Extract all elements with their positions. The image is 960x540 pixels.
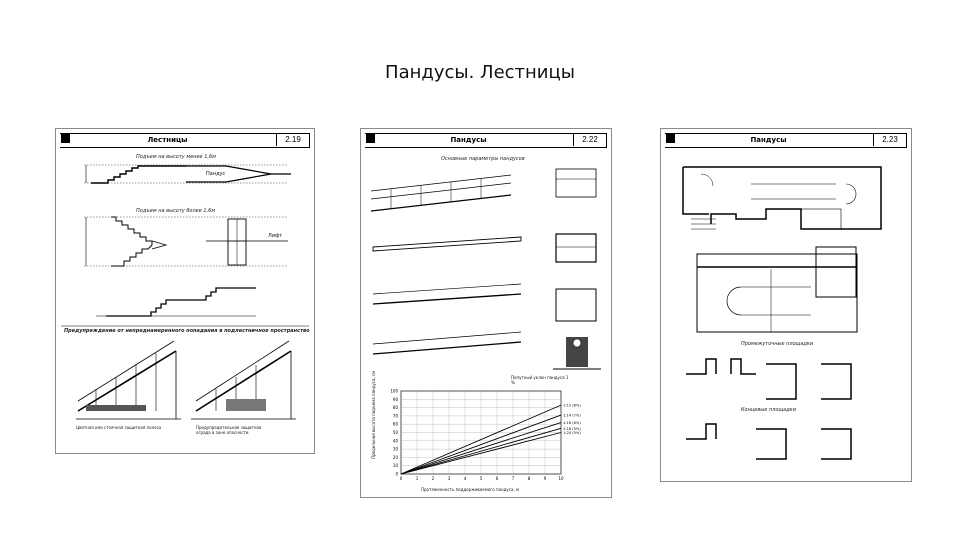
sheet-title: Пандусы <box>450 136 487 144</box>
series-line <box>400 422 562 475</box>
x-tick-label: 3 <box>448 476 451 481</box>
sheet-title: Пандусы <box>750 136 787 144</box>
sheet-number: 2.19 <box>276 133 309 146</box>
y-tick-label: 10 <box>393 463 399 468</box>
caption: Основные параметры пандусов <box>441 156 525 162</box>
x-tick-label: 0 <box>400 476 403 481</box>
y-tick-label: 40 <box>393 438 399 443</box>
x-tick-label: 9 <box>544 476 547 481</box>
y-tick-label: 100 <box>390 389 398 394</box>
series-label: 1:12 (8%) <box>563 404 581 408</box>
x-tick-label: 2 <box>432 476 435 481</box>
x-tick-label: 7 <box>512 476 515 481</box>
sheet-header: Лестницы 2.19 <box>60 133 310 148</box>
y-tick-label: 90 <box>393 397 399 402</box>
chart-xlabel: Протяженность поддерживаемого пандуса, м <box>421 487 520 492</box>
series-line <box>400 404 562 475</box>
y-tick-label: 60 <box>393 422 399 427</box>
sheet-landings-drawing <box>666 134 882 460</box>
y-tick-label: 0 <box>395 472 398 477</box>
caption: Промежуточные площадки <box>741 341 814 347</box>
series-label: 1:14 (7%) <box>563 414 581 418</box>
y-tick-label: 30 <box>393 447 399 452</box>
note: Цветная или стоячная защитная полоса <box>76 425 162 430</box>
sheet-landings: Пандусы 2.23 Промежуточные площадки Конц… <box>660 128 912 482</box>
x-tick-label: 8 <box>528 476 531 481</box>
series-line <box>400 427 562 475</box>
chart-ylabel: Предельная высота подъема пандуса, см <box>371 370 376 459</box>
sheet-number: 2.22 <box>573 133 606 146</box>
caption: Подъем на высоту более 1,6м <box>136 208 216 214</box>
slide-title: Пандусы. Лестницы <box>385 62 575 83</box>
series-line <box>400 432 562 475</box>
series-label: 1:18 (5%) <box>563 427 581 431</box>
x-tick-label: 6 <box>496 476 499 481</box>
x-tick-label: 10 <box>558 476 564 481</box>
sheet-header: Пандусы 2.22 <box>365 133 607 148</box>
sheet-stairs-drawing <box>61 134 309 420</box>
x-tick-label: 1 <box>416 476 419 481</box>
sheet-header: Пандусы 2.23 <box>665 133 907 148</box>
series-label: 1:20 (5%) <box>563 431 581 435</box>
x-tick-label: 5 <box>480 476 483 481</box>
sheet-number: 2.23 <box>873 133 906 146</box>
caption: Подъем на высоту менее 1,6м <box>136 154 216 160</box>
series-label: 1:16 (6%) <box>563 421 581 425</box>
note: Предупредительная защитная ограда в зоне… <box>196 425 262 435</box>
y-tick-label: 80 <box>393 405 399 410</box>
sheet-title: Лестницы <box>147 136 188 144</box>
sheet-stairs: Лестницы 2.19 Подъем на высоту менее 1,6… <box>55 128 315 454</box>
y-tick-label: 50 <box>393 430 399 435</box>
note: Попутный уклон пандуса 1 % <box>511 375 569 385</box>
y-tick-label: 70 <box>393 413 399 418</box>
caption: Концевые площадки <box>741 407 796 413</box>
x-tick-label: 4 <box>464 476 467 481</box>
y-tick-label: 20 <box>393 455 399 460</box>
series-line <box>400 414 562 475</box>
caption: Предупреждение от непреднамеренного попа… <box>64 328 310 334</box>
lift-label: Лифт <box>268 233 283 239</box>
ramp-label: Пандус <box>206 171 226 177</box>
